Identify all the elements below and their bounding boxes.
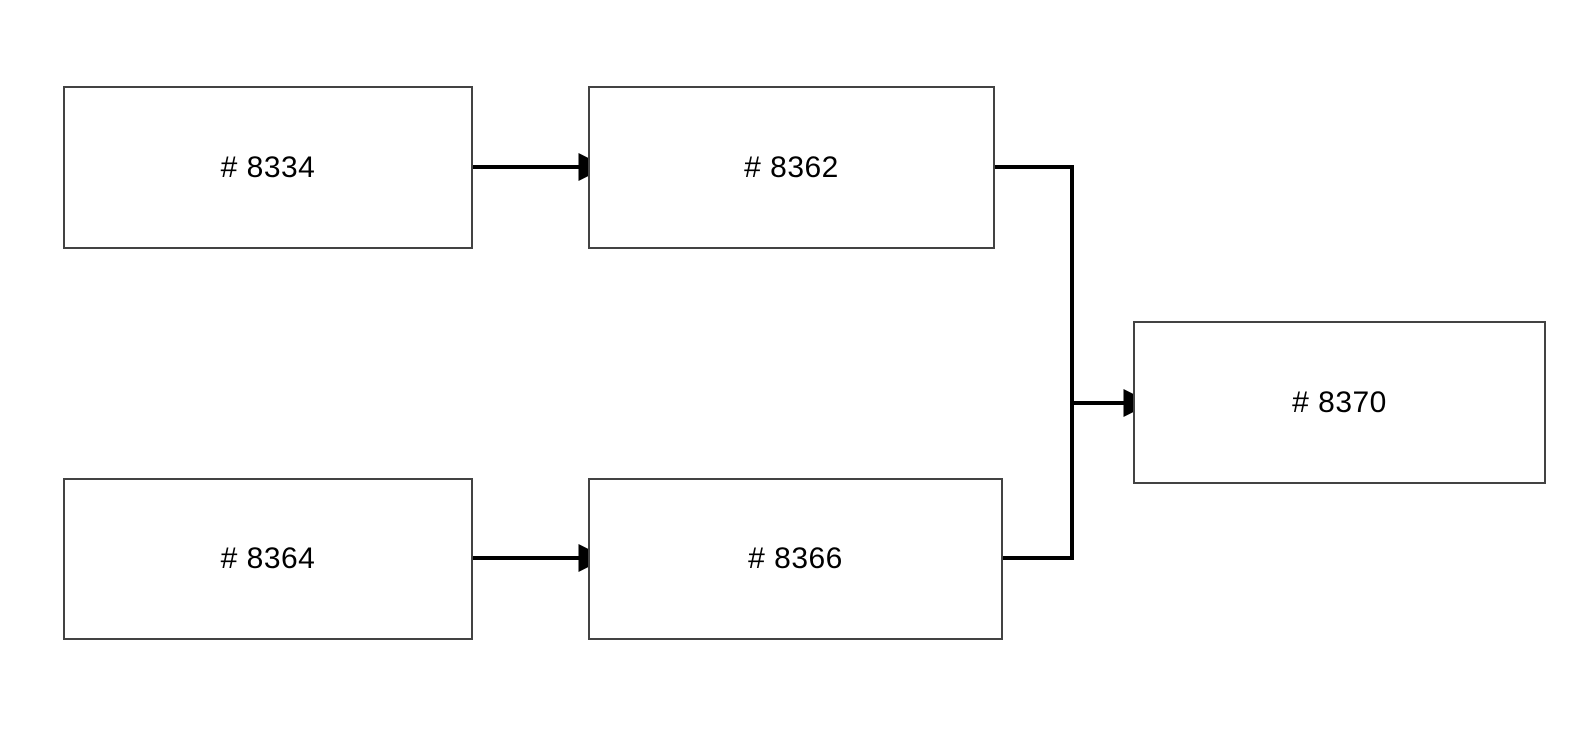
node-8362[interactable]: # 8362: [588, 86, 995, 249]
node-8364[interactable]: # 8364: [63, 478, 473, 640]
node-label: # 8366: [748, 542, 843, 575]
node-8366[interactable]: # 8366: [588, 478, 1003, 640]
edge-8362-to-merge: [988, 165, 1074, 403]
node-label: # 8362: [744, 150, 839, 184]
node-label: # 8364: [220, 542, 316, 575]
edge-8366-to-merge: [996, 403, 1074, 560]
node-8370[interactable]: # 8370: [1133, 321, 1546, 484]
node-8334[interactable]: # 8334: [63, 86, 473, 249]
node-label: # 8334: [220, 150, 316, 184]
node-label: # 8370: [1292, 385, 1387, 419]
